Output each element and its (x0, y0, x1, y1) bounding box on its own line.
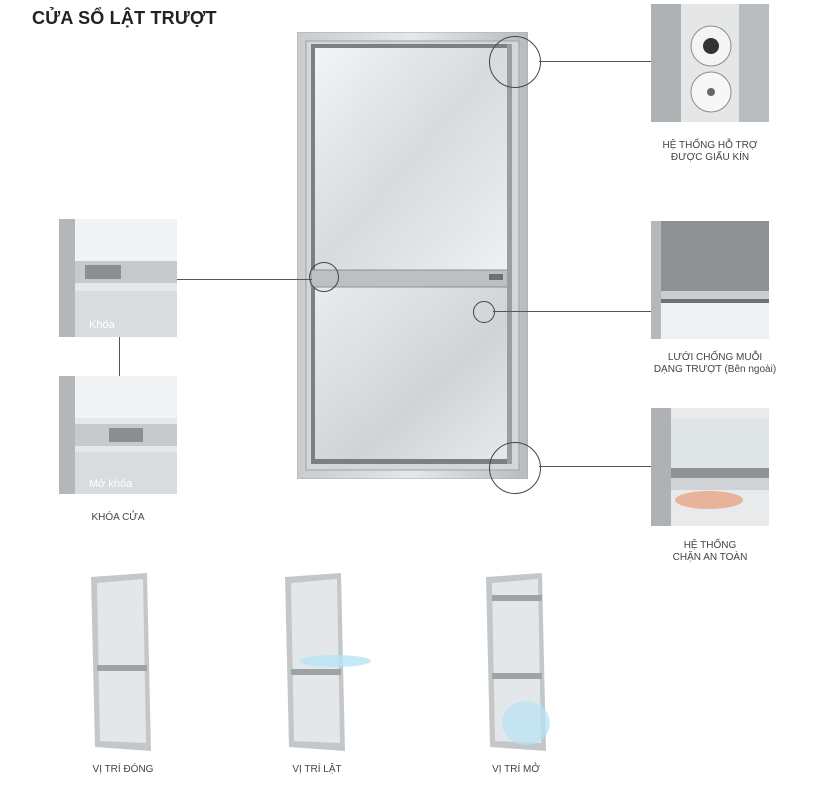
insect-screen-caption: LƯỚI CHỐNG MUỖI DẠNG TRƯỢT (Bên ngoài) (630, 352, 800, 376)
position-open-label: VỊ TRÍ MỞ (492, 764, 540, 775)
position-open-image (486, 573, 556, 751)
hidden-support-image (651, 4, 769, 122)
lock-caption: KHÓA CỬA (91, 512, 145, 523)
insect-screen-image (651, 221, 769, 339)
lock-locked-label: Khóa (89, 319, 115, 331)
connector-line (493, 311, 651, 312)
callout-circle-screen (473, 301, 495, 323)
connector-line (539, 466, 651, 467)
page-title: CỬA SỔ LẬT TRƯỢT (32, 8, 217, 28)
lock-locked-image: Khóa (59, 219, 177, 337)
caption-line: DẠNG TRƯỢT (Bên ngoài) (653, 364, 777, 375)
position-closed-label: VỊ TRÍ ĐÓNG (92, 764, 154, 775)
position-tilt-image (285, 573, 375, 751)
caption-line: ĐƯỢC GIẤU KÍN (670, 152, 750, 163)
lock-unlocked-image: Mở khóa (59, 376, 177, 494)
connector-line (119, 336, 120, 376)
callout-circle-bottom (489, 442, 541, 494)
caption-line: LƯỚI CHỐNG MUỖI (667, 352, 763, 363)
connector-line (176, 279, 312, 280)
hidden-support-caption: HỆ THỐNG HỖ TRỢ ĐƯỢC GIẤU KÍN (630, 140, 790, 164)
callout-circle-lock (309, 262, 339, 292)
position-closed-image (91, 573, 155, 751)
caption-line: HỆ THỐNG (683, 540, 737, 551)
caption-line: CHẶN AN TOÀN (672, 552, 748, 563)
safety-stop-image (651, 408, 769, 526)
connector-line (539, 61, 651, 62)
lock-unlocked-label: Mở khóa (89, 478, 133, 490)
caption-line: HỆ THỐNG HỖ TRỢ (662, 140, 758, 151)
safety-stop-caption: HỆ THỐNG CHẶN AN TOÀN (630, 540, 790, 564)
position-tilt-label: VỊ TRÍ LẬT (292, 764, 342, 775)
callout-circle-top (489, 36, 541, 88)
main-window-image (297, 32, 528, 479)
